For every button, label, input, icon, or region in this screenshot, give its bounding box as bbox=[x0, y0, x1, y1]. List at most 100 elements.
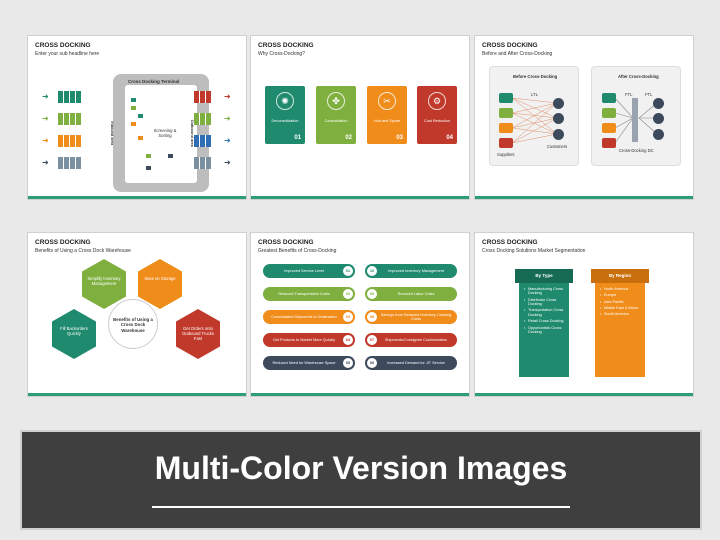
card-label: Consolidation bbox=[324, 119, 348, 123]
inbound-arrow-icon: ➜ bbox=[42, 114, 49, 123]
terminal-label: Cross Docking Terminal bbox=[128, 79, 180, 84]
dc-label: Cross-Docking DC bbox=[619, 148, 654, 153]
benefit-pill-06: 06 Increased Demand for JIT Service bbox=[365, 356, 457, 370]
slide-subtitle: Why Cross-Docking? bbox=[258, 51, 305, 57]
center-circle bbox=[108, 299, 158, 349]
benefit-hex-1: Simplify Inventory Management bbox=[82, 259, 126, 309]
sorting-box bbox=[131, 122, 136, 126]
slide-subtitle: Enter your sub headline here bbox=[35, 51, 100, 57]
reason-card-1: ✺ Deconsolidation 01 bbox=[265, 86, 305, 144]
supplier-box bbox=[499, 138, 513, 148]
pill-label: Reduced Transportation Costs bbox=[278, 291, 330, 296]
sorting-box bbox=[131, 98, 136, 102]
sorting-box bbox=[138, 114, 143, 118]
benefit-pill-10: 10 Improved Inventory Management bbox=[365, 264, 457, 278]
pill-label: Reduced Labor Costs bbox=[397, 291, 435, 296]
slide-subtitle: Before and After Cross-Docking bbox=[482, 51, 553, 57]
outbound-pallet-gray bbox=[194, 157, 212, 169]
screening-text: Screening & Sorting bbox=[153, 128, 177, 139]
segment-head: By Region bbox=[591, 269, 649, 283]
pill-number: 02 bbox=[343, 289, 353, 299]
banner-title: Multi-Color Version Images bbox=[154, 450, 568, 486]
segment-by-type: By Type Manufacturing Cross Docking Dist… bbox=[515, 269, 573, 377]
inbound-arrow-icon: ➜ bbox=[42, 92, 49, 101]
list-item: North America bbox=[600, 287, 638, 292]
pill-number: 03 bbox=[343, 312, 353, 322]
reason-card-3: ✂ Hub and Spoke 03 bbox=[367, 86, 407, 144]
slide-subtitle: Benefits of Using a Cross Dock Warehouse bbox=[35, 248, 131, 254]
after-title: After Cross-Docking bbox=[618, 74, 659, 79]
ftl-label-2: FTL bbox=[645, 92, 653, 97]
pill-label: Consolidated Shipments to Destination bbox=[271, 314, 337, 319]
inbound-pallet-lime bbox=[58, 113, 82, 125]
pill-label: Improved Service Level bbox=[284, 268, 324, 273]
before-title: Before Cross-Docking bbox=[513, 74, 558, 79]
terminal-inner bbox=[125, 85, 197, 183]
ftl-label-1: FTL bbox=[625, 92, 633, 97]
sorting-box bbox=[146, 154, 151, 158]
inbound-pallet-gray bbox=[58, 157, 82, 169]
banner-underline bbox=[152, 506, 570, 508]
center-text: Benefits of Using a Cross Dock Warehouse bbox=[113, 317, 153, 333]
list-item: Retail Cross Docking bbox=[524, 319, 569, 324]
slide-thumbnail-4[interactable]: CROSS DOCKING Benefits of Using a Cross … bbox=[27, 232, 247, 397]
segment-head: By Type bbox=[515, 269, 573, 283]
slide-thumbnail-5[interactable]: CROSS DOCKING Greatest Benefits of Cross… bbox=[250, 232, 470, 397]
outbound-pallet-red bbox=[194, 91, 212, 103]
sorting-box bbox=[146, 166, 151, 170]
benefit-pill-02: Reduced Transportation Costs 02 bbox=[263, 287, 355, 301]
pill-number: 10 bbox=[367, 266, 377, 276]
pill-label: Improved Inventory Management bbox=[388, 268, 444, 273]
card-number: 02 bbox=[345, 135, 352, 141]
hex-label: Fill Backorders Quickly bbox=[60, 326, 88, 337]
reason-card-4: ⚙ Cost Reduction 04 bbox=[417, 86, 457, 144]
supplier-box bbox=[602, 93, 616, 103]
inbound-arrow-icon: ➜ bbox=[42, 136, 49, 145]
list-item: Opportunistic Cross Docking bbox=[524, 326, 569, 335]
slide-subtitle: Cross Docking Solutions Market Segmentat… bbox=[482, 248, 586, 254]
slide-thumbnail-1[interactable]: CROSS DOCKING Enter your sub headline he… bbox=[27, 35, 247, 200]
list-item: Asia Pacific bbox=[600, 300, 638, 305]
slide-thumbnail-3[interactable]: CROSS DOCKING Before and After Cross-Doc… bbox=[474, 35, 694, 200]
ltl-label: LTL bbox=[531, 92, 538, 97]
slide-thumbnail-6[interactable]: CROSS DOCKING Cross Docking Solutions Ma… bbox=[474, 232, 694, 397]
inbound-pallet-green bbox=[58, 91, 82, 103]
card-number: 04 bbox=[446, 135, 453, 141]
suppliers-label: Suppliers bbox=[497, 152, 515, 157]
slide-title: CROSS DOCKING bbox=[258, 42, 314, 49]
customer-node bbox=[653, 98, 664, 109]
pill-number: 04 bbox=[343, 335, 353, 345]
customer-node bbox=[553, 129, 564, 140]
card-label: Hub and Spoke bbox=[373, 119, 401, 123]
list-item: Manufacturing Cross Docking bbox=[524, 287, 569, 296]
supplier-box bbox=[499, 108, 513, 118]
list-item: South America bbox=[600, 312, 638, 317]
pill-label: Increased Demand for JIT Service bbox=[387, 360, 445, 365]
slide-title: CROSS DOCKING bbox=[35, 239, 91, 246]
benefit-hex-3: Get Orders onto Outbound Trucks Fast bbox=[176, 309, 220, 359]
outbound-arrow-icon: ➜ bbox=[224, 158, 231, 167]
reason-card-2: ✤ Consolidation 02 bbox=[316, 86, 356, 144]
merge-icon: ✤ bbox=[327, 92, 345, 110]
supplier-box bbox=[602, 123, 616, 133]
slide-thumbnail-2[interactable]: CROSS DOCKING Why Cross-Docking? ✺ Decon… bbox=[250, 35, 470, 200]
pill-number: 08 bbox=[367, 312, 377, 322]
pill-label: Shipments/Consignee Customization bbox=[384, 337, 448, 342]
slide-title: CROSS DOCKING bbox=[482, 42, 538, 49]
list-item: Europe bbox=[600, 293, 638, 298]
inbound-label: Inbound area bbox=[110, 121, 115, 146]
slide-subtitle: Greatest Benefits of Cross-Docking bbox=[258, 248, 337, 254]
pill-number: 06 bbox=[367, 358, 377, 368]
hex-label: Simplify Inventory Management bbox=[87, 276, 121, 287]
card-label: Cost Reduction bbox=[424, 119, 450, 123]
customer-node bbox=[653, 129, 664, 140]
supplier-box bbox=[602, 108, 616, 118]
segment-list: Manufacturing Cross Docking Distributor … bbox=[524, 287, 569, 336]
hex-label: Get Orders onto Outbound Trucks Fast bbox=[182, 326, 214, 342]
sorting-box bbox=[168, 154, 173, 158]
outbound-arrow-icon: ➜ bbox=[224, 136, 231, 145]
